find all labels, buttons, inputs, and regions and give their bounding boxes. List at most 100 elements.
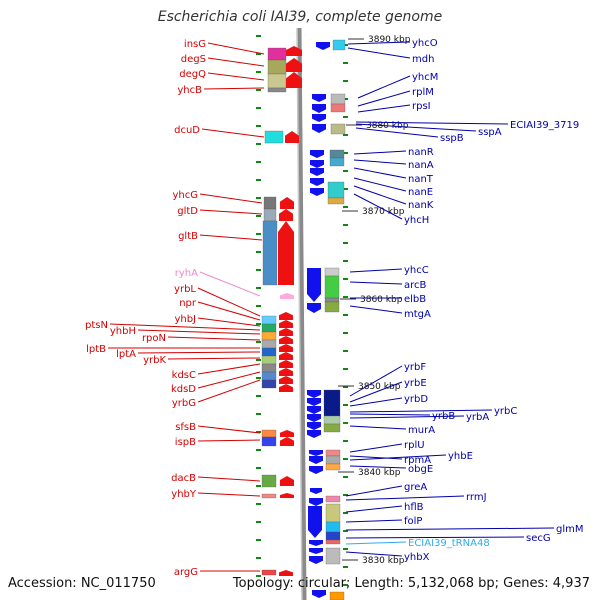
- feature-block: [261, 474, 277, 488]
- label-connector: [355, 121, 509, 125]
- gene-label-mtgA: mtgA: [404, 309, 431, 320]
- label-connector: [353, 167, 407, 179]
- feature-block: [261, 371, 277, 381]
- scale-label: 3830 kbp: [362, 556, 405, 566]
- reverse-arrow: [307, 303, 321, 313]
- label-connector: [197, 371, 261, 389]
- label-connector: [349, 305, 403, 314]
- feature-block: [261, 331, 277, 341]
- gene-label-yrbL: yrbL: [174, 284, 196, 295]
- gene-label-rpsI: rpsI: [412, 101, 431, 112]
- feature-block: [327, 181, 345, 199]
- gene-label-yhcH: yhcH: [404, 215, 429, 226]
- label-connector: [349, 365, 403, 397]
- forward-arrow: [279, 384, 293, 392]
- label-connector: [207, 72, 265, 81]
- forward-arrow: [279, 344, 293, 352]
- gene-label-nanT: nanT: [408, 174, 434, 185]
- label-connector: [357, 90, 411, 107]
- topology-label: Topology: circular; Length: 5,132,068 bp…: [232, 576, 590, 591]
- feature-block: [261, 363, 277, 373]
- label-connector: [355, 127, 439, 138]
- gene-label-yrbD: yrbD: [404, 394, 428, 405]
- feature-blocks: [261, 39, 346, 600]
- feature-block: [261, 436, 277, 447]
- forward-arrow: [279, 336, 293, 344]
- forward-arrow: [285, 131, 299, 143]
- gene-label-degS: degS: [181, 54, 206, 65]
- reverse-arrow: [310, 168, 324, 176]
- gene-label-gltB: gltB: [178, 231, 198, 242]
- label-connector: [353, 193, 403, 220]
- feature-block: [261, 323, 277, 333]
- label-connector: [199, 209, 263, 215]
- label-connector: [167, 357, 261, 360]
- gene-label-murA: murA: [408, 425, 435, 436]
- gene-label-yhbH: yhbH: [110, 326, 136, 337]
- label-connector: [349, 409, 493, 413]
- tick-marks: [256, 35, 348, 586]
- reverse-arrow: [307, 406, 321, 414]
- gene-label-insG: insG: [184, 39, 206, 50]
- gene-label-ispB: ispB: [175, 437, 196, 448]
- label-connector: [357, 104, 411, 113]
- feature-block: [325, 449, 341, 457]
- feature-block: [325, 503, 341, 523]
- reverse-arrow: [312, 104, 326, 113]
- forward-arrow: [279, 360, 293, 368]
- forward-arrow: [286, 46, 302, 56]
- label-connector: [349, 281, 403, 285]
- feature-block: [329, 591, 345, 600]
- gene-label-kdsC: kdsC: [172, 370, 196, 381]
- label-connector: [109, 323, 261, 331]
- reverse-arrow: [307, 414, 321, 422]
- label-connector: [345, 485, 403, 497]
- feature-block: [262, 220, 278, 286]
- feature-block: [323, 415, 341, 425]
- feature-block: [261, 355, 277, 365]
- gene-label-degQ: degQ: [179, 69, 206, 80]
- label-connector: [349, 381, 403, 403]
- label-connector: [349, 443, 403, 453]
- feature-block: [325, 539, 341, 545]
- gene-label-dcuD: dcuD: [174, 125, 200, 136]
- feature-block: [329, 149, 345, 159]
- feature-block: [325, 463, 341, 471]
- feature-block: [261, 569, 277, 576]
- label-connector: [349, 455, 403, 460]
- gene-label-yrbE: yrbE: [404, 378, 427, 389]
- gene-label-lptB: lptB: [86, 344, 106, 355]
- feature-block: [332, 39, 346, 51]
- feature-block: [330, 123, 346, 135]
- forward-arrow: [280, 293, 294, 299]
- gene-label-hflB: hflB: [404, 502, 424, 513]
- reverse-arrow: [309, 540, 323, 546]
- scale-label: 3840 kbp: [358, 468, 401, 478]
- feature-block: [325, 531, 341, 541]
- gene-label-greA: greA: [404, 482, 427, 493]
- forward-arrow: [286, 72, 302, 88]
- gene-label-sspB: sspB: [440, 133, 464, 144]
- gene-label-rplM: rplM: [412, 87, 434, 98]
- feature-block: [261, 339, 277, 349]
- feature-block: [264, 130, 284, 144]
- gene-label-mdh: mdh: [412, 54, 434, 65]
- gene-label-elbB: elbB: [404, 294, 426, 305]
- gene-label-yhcB: yhcB: [177, 85, 202, 96]
- gene-label-nanR: nanR: [408, 147, 434, 158]
- label-connector: [199, 271, 261, 297]
- label-connector: [207, 57, 265, 67]
- gene-label-gltD: gltD: [177, 206, 198, 217]
- reverse-arrow: [307, 422, 321, 430]
- gene-label-yrbC: yrbC: [494, 406, 517, 417]
- feature-block: [323, 389, 341, 417]
- reverse-arrow: [309, 556, 323, 564]
- reverse-arrow: [309, 548, 323, 554]
- forward-arrow: [279, 312, 293, 320]
- gene-label-ECIAI39_tRNA48: ECIAI39_tRNA48: [408, 538, 490, 549]
- gene-label-yrbA: yrbA: [466, 412, 489, 423]
- feature-block: [325, 521, 341, 533]
- gene-label-yhcC: yhcC: [404, 265, 429, 276]
